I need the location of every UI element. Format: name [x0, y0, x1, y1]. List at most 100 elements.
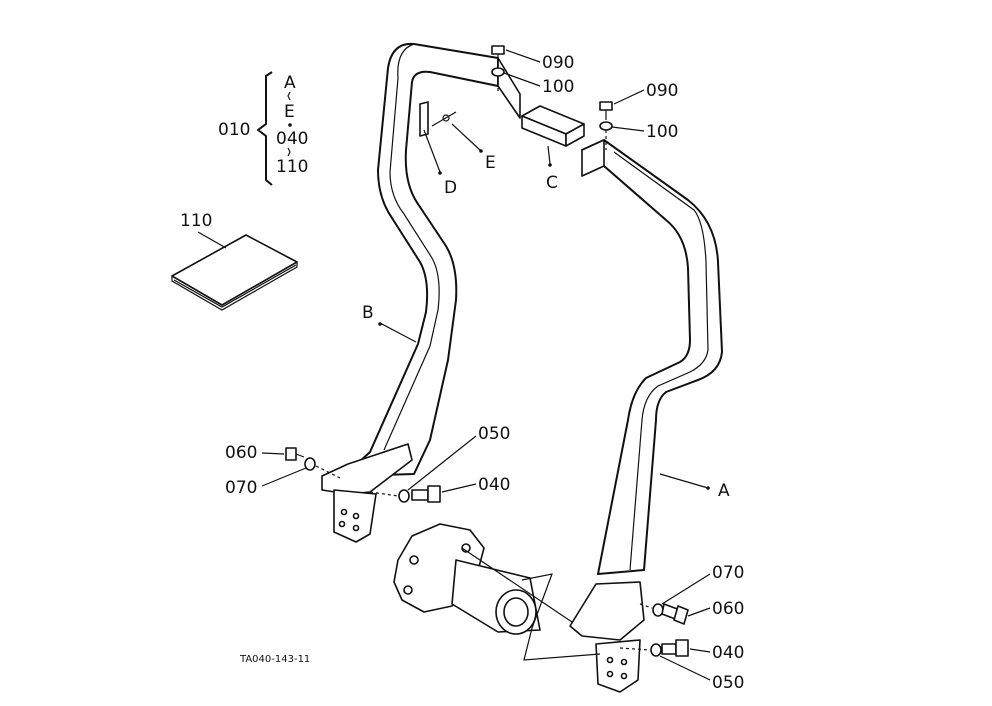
manual-pages	[171, 262, 298, 311]
axle-bolt-2	[403, 585, 413, 595]
bolt-040-mid	[369, 485, 441, 503]
frame-a-hole-3	[606, 670, 614, 678]
frame-a-edge	[613, 151, 709, 571]
bolt-060-right-axis	[639, 603, 653, 609]
frame-a-hole-2	[620, 658, 628, 666]
alignment-line-1	[461, 547, 573, 623]
group-tilde-2	[287, 147, 291, 157]
label-040-mid: 040	[478, 475, 510, 495]
leader-b	[379, 322, 417, 343]
rear-axle-housing	[393, 523, 601, 661]
leader-d-dot	[438, 171, 442, 175]
leader-090-top	[505, 49, 541, 63]
frame-a-mount-plate	[595, 639, 641, 693]
frame-b	[321, 42, 521, 543]
leader-110	[197, 231, 227, 249]
washer-070-left	[304, 457, 316, 471]
frame-b-edge	[383, 43, 440, 451]
leader-070-right	[661, 573, 711, 605]
bolt-040-right-head	[675, 639, 689, 657]
leader-050-mid	[407, 435, 477, 491]
assembly-group-legend: 010 A E 040 110	[218, 71, 308, 186]
leader-a-dot	[706, 486, 710, 490]
label-090-top: 090	[542, 53, 574, 73]
bolt-090-right	[599, 101, 613, 150]
label-070-left: 070	[225, 478, 257, 498]
frame-a	[569, 139, 723, 693]
label-d: D	[444, 178, 457, 198]
label-050-right: 050	[712, 673, 744, 693]
washer-050-right	[650, 643, 662, 657]
bolt-040-right-shank	[661, 643, 677, 655]
leader-b-dot	[378, 322, 382, 326]
label-e: E	[485, 153, 496, 173]
alignment-line-2	[521, 573, 601, 661]
bolt-090-left-head	[491, 45, 505, 55]
label-070-right: 070	[712, 563, 744, 583]
label-c: C	[546, 173, 558, 193]
frame-b-end-line	[497, 85, 521, 119]
label-100-top: 100	[542, 77, 574, 97]
bolt-040-right	[619, 639, 689, 657]
bolt-040-right-axis	[619, 647, 651, 651]
label-060-left: 060	[225, 443, 257, 463]
group-item-110: 110	[276, 157, 308, 177]
washer-050-mid	[398, 489, 410, 503]
label-b: B	[362, 303, 374, 323]
washer-100-left	[491, 67, 505, 77]
washer-100-right	[599, 121, 613, 131]
label-040-right: 040	[712, 643, 744, 663]
frame-b-hole-2	[352, 512, 360, 520]
leader-100-top	[503, 72, 541, 87]
bolt-090-right-head	[599, 101, 613, 111]
bolt-060-right-head	[673, 605, 689, 625]
frame-a-base-plate	[569, 581, 645, 641]
leader-070-left	[261, 467, 307, 487]
axle-end-inner	[503, 597, 529, 627]
coupler-c	[521, 105, 585, 147]
bolt-090-left	[491, 45, 505, 92]
operator-manual: 110	[171, 211, 298, 311]
label-110: 110	[180, 211, 212, 231]
leader-c	[547, 145, 551, 165]
frame-a-tube	[581, 139, 723, 575]
lock-pin-d	[419, 101, 429, 137]
figure-code: TA040-143-11	[239, 654, 310, 665]
leader-d	[423, 129, 441, 173]
label-100-right: 100	[646, 122, 678, 142]
bolt-040-mid-axis	[369, 491, 399, 497]
leader-040-right	[689, 648, 711, 653]
frame-b-hole-3	[338, 520, 346, 528]
bolt-060-left-axis	[315, 465, 341, 479]
leader-090-right	[613, 89, 645, 105]
frame-b-hole-1	[340, 508, 348, 516]
manual-page-edge	[173, 264, 297, 308]
manual-cover	[171, 234, 298, 306]
frame-b-end-face	[497, 57, 521, 119]
leader-e	[451, 123, 481, 151]
snap-pin-ring	[442, 114, 450, 122]
bolt-040-mid-shank	[411, 489, 429, 501]
group-bracket	[257, 71, 273, 186]
bolt-060-left	[285, 447, 341, 479]
leader-060-right	[687, 607, 711, 617]
group-item-040: 040	[276, 129, 308, 149]
frame-a-hole-1	[606, 656, 614, 664]
label-090-right: 090	[646, 81, 678, 101]
group-tilde-1	[287, 91, 291, 101]
frame-b-hole-4	[352, 524, 360, 532]
leader-040-mid	[441, 483, 477, 493]
group-dot	[288, 123, 292, 127]
axle-bolt-1	[409, 555, 419, 565]
leader-050-right	[659, 655, 711, 681]
frame-a-hole-4	[620, 672, 628, 680]
leader-e-dot	[479, 149, 483, 153]
bolt-060-left-head	[285, 447, 297, 461]
frame-b-tube	[343, 42, 499, 477]
leader-100-right	[611, 126, 645, 132]
frame-a-end-line	[581, 165, 605, 177]
leader-060-left	[261, 452, 285, 455]
group-item-a: A	[284, 73, 296, 93]
coupler-end	[565, 123, 585, 147]
